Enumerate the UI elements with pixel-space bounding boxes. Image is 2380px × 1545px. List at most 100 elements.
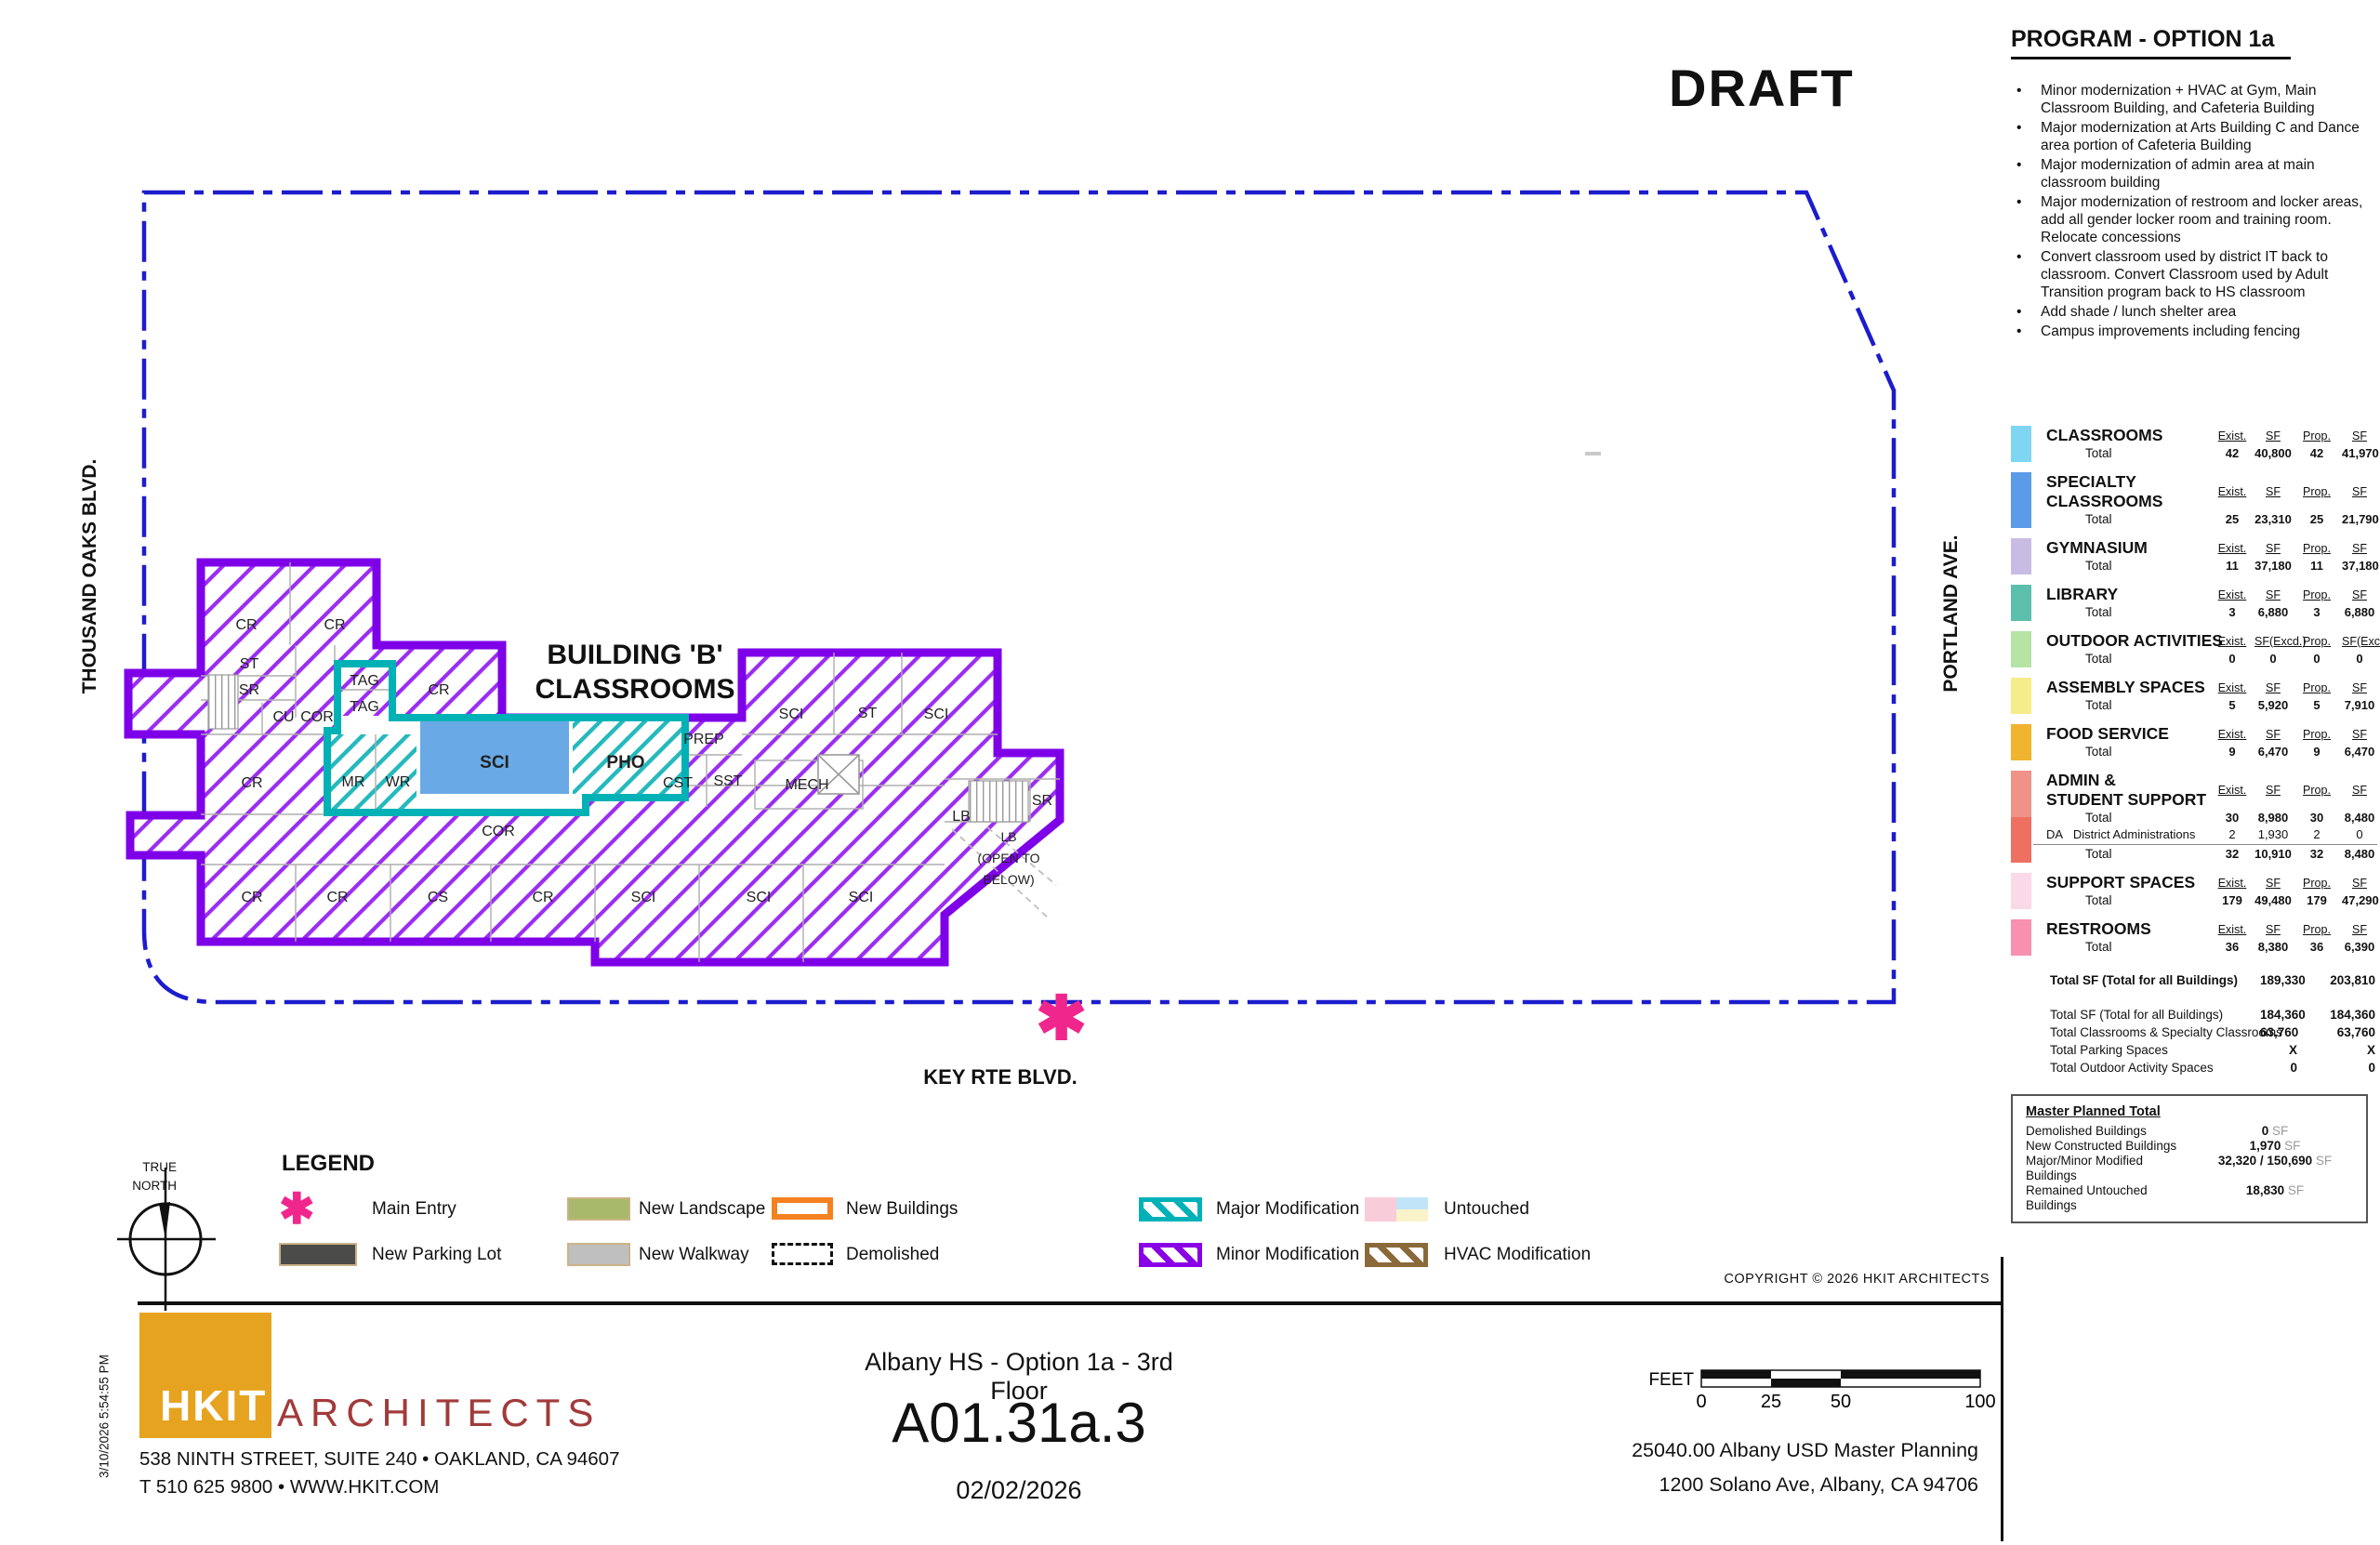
sheet-date: 02/02/2026 xyxy=(956,1476,1082,1504)
category-row-label: Total xyxy=(2085,605,2112,619)
category-name: LIBRARY xyxy=(2046,585,2119,603)
room-label-sci: SCI xyxy=(849,890,874,905)
room-label-mr: MR xyxy=(342,774,365,790)
category-column-header: SF xyxy=(2266,429,2281,442)
room-label-tag: TAG xyxy=(350,673,379,689)
category-row-label: Total xyxy=(2085,745,2112,759)
master-planned-total-box: Master Planned Total Demolished Building… xyxy=(2011,1094,2368,1223)
program-title: PROGRAM - OPTION 1a xyxy=(2011,26,2292,59)
copyright-note: COPYRIGHT © 2026 HKIT ARCHITECTS xyxy=(1724,1272,1990,1287)
category-row-value: 0 xyxy=(2356,827,2363,841)
stairwell-right xyxy=(968,780,1029,823)
totals-row: Total SF (Total for all Buildings)184,36… xyxy=(2050,1008,2375,1022)
category-row-value: 25 xyxy=(2225,512,2240,526)
room-partitions xyxy=(201,562,1060,962)
room-label-mech: MECH xyxy=(785,777,828,793)
hkit-logo: HKIT xyxy=(139,1313,271,1438)
category-row-value: 10,910 xyxy=(2254,847,2292,861)
legend-symbol-minor-modification xyxy=(1139,1243,1202,1267)
category-name: SUPPORT SPACES xyxy=(2046,873,2196,891)
category-row-value: 47,290 xyxy=(2342,893,2379,907)
category-row-value: 42 xyxy=(2309,446,2324,460)
sheet-number: A01.31a.3 xyxy=(892,1392,1146,1454)
program-bullet: Minor modernization + HVAC at Gym, Main … xyxy=(2011,82,2375,117)
category-column-header: SF xyxy=(2266,784,2281,797)
category-row-label: Total xyxy=(2085,446,2112,460)
room-label-cr: CR xyxy=(326,890,348,905)
category-row-value: 40,800 xyxy=(2254,446,2292,460)
legend-label: Main Entry xyxy=(372,1199,456,1219)
legend-label: Minor Modification xyxy=(1216,1245,1360,1264)
category-column-header: Exist. xyxy=(2217,876,2247,890)
room-label-sci: SCI xyxy=(924,706,949,722)
category-row-value: 23,310 xyxy=(2254,512,2292,526)
category-color-swatch xyxy=(2011,538,2031,574)
category-row-value: 30 xyxy=(2225,811,2240,825)
category-row-value: 5 xyxy=(2228,698,2236,712)
category-column-header: Prop. xyxy=(2303,922,2331,936)
category-row-value: 21,790 xyxy=(2342,512,2379,526)
category-column-header: Exist. xyxy=(2217,727,2247,741)
firm-contact: T 510 625 9800 • WWW.HKIT.COM xyxy=(139,1476,440,1498)
category-column-header: Prop. xyxy=(2303,727,2331,741)
category-name: ADMIN &STUDENT SUPPORT xyxy=(2046,771,2207,809)
category-column-header: SF xyxy=(2352,429,2367,442)
street-label-portland: PORTLAND AVE. xyxy=(1940,535,1962,693)
category-row-value: 2 xyxy=(2228,827,2236,841)
street-label-thousand-oaks: THOUSAND OAKS BLVD. xyxy=(79,458,100,694)
category-column-header: SF xyxy=(2352,485,2367,498)
category-row-label: DA District Administrations xyxy=(2046,827,2196,841)
room-label-sci: SCI xyxy=(480,753,509,772)
category-column-header: Prop. xyxy=(2303,588,2331,601)
category-color-swatch xyxy=(2011,585,2031,621)
titleblock-divider xyxy=(138,1301,2003,1305)
category-column-header: Prop. xyxy=(2303,541,2331,555)
category-column-header: SF xyxy=(2266,541,2281,555)
category-row-value: 37,180 xyxy=(2342,559,2379,573)
category-row-value: 11 xyxy=(2226,559,2239,573)
room-label-lb-open: LB xyxy=(1000,829,1016,844)
totals-row: Total SF (Total for all Buildings)189,33… xyxy=(2050,973,2375,987)
category-row-value: 5 xyxy=(2313,698,2320,712)
category-name: OUTDOOR ACTIVITIES xyxy=(2046,631,2223,650)
category-column-header: SF xyxy=(2352,922,2367,936)
program-bullet: Major modernization at Arts Building C a… xyxy=(2011,119,2375,154)
category-column-header: Prop. xyxy=(2303,876,2331,890)
sci-room-fill xyxy=(420,721,569,794)
legend-label: New Walkway xyxy=(639,1245,749,1264)
category-name: CLASSROOMS xyxy=(2046,426,2163,444)
legend-title: LEGEND xyxy=(282,1151,376,1176)
category-row-value: 30 xyxy=(2309,811,2324,825)
category-row-label: Total xyxy=(2085,847,2112,861)
category-row-label: Total xyxy=(2085,940,2112,954)
category-column-header: Prop. xyxy=(2303,680,2331,694)
category-row-value: 7,910 xyxy=(2344,698,2375,712)
category-column-header: Exist. xyxy=(2217,634,2247,648)
building-b-title: BUILDING 'B' CLASSROOMS xyxy=(535,640,735,705)
category-column-header: Exist. xyxy=(2217,485,2247,498)
room-label-pho: PHO xyxy=(606,753,644,772)
category-row-value: 2 xyxy=(2313,827,2320,841)
north-arrow-icon xyxy=(117,1168,216,1311)
category-column-header: Exist. xyxy=(2217,784,2247,797)
legend-symbol-new-buildings xyxy=(772,1197,833,1220)
room-label-lb: LB xyxy=(952,809,971,825)
legend-label: Major Modification xyxy=(1216,1199,1360,1219)
category-column-header: Prop. xyxy=(2303,634,2331,648)
major-modification-zone xyxy=(324,660,689,816)
category-row-value: 0 xyxy=(2228,652,2236,666)
room-label-sst: SST xyxy=(713,773,742,789)
category-color-swatch xyxy=(2011,771,2031,863)
legend-label: Demolished xyxy=(846,1245,940,1264)
room-label-wr: WR xyxy=(386,774,411,790)
category-row-value: 8,480 xyxy=(2344,811,2375,825)
